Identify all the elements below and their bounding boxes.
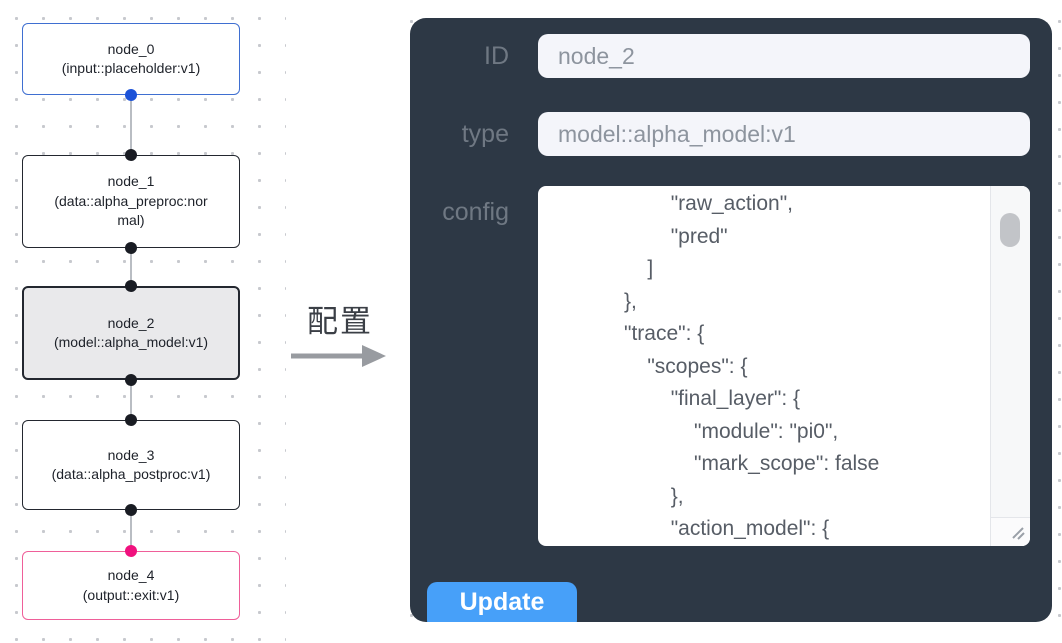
node-subtitle: (model::alpha_model:v1): [53, 334, 209, 350]
type-input[interactable]: [538, 112, 1030, 156]
config-json-text[interactable]: "raw_action", "pred" ] }, "trace": { "sc…: [624, 192, 880, 540]
port-node1-output[interactable]: [125, 242, 137, 254]
node-title: node_3: [107, 446, 155, 463]
port-node4-input[interactable]: [125, 545, 137, 557]
id-field-label: ID: [484, 42, 509, 70]
node-title: node_0: [107, 40, 155, 57]
node-title: node_1: [107, 173, 155, 190]
node-title: node_2: [107, 314, 155, 331]
port-node1-input[interactable]: [125, 149, 137, 161]
config-field-label: config: [442, 198, 509, 226]
resize-handle-icon[interactable]: [1007, 522, 1027, 542]
config-scrollbar[interactable]: [990, 186, 1030, 546]
node-config-panel: ID type config "raw_action", "pred" ] },…: [410, 18, 1052, 622]
edge-node2-node3: [130, 380, 132, 420]
node-subtitle: (output::exit:v1): [82, 586, 180, 603]
port-node2-output[interactable]: [125, 374, 137, 386]
graph-node-node-4[interactable]: node_4 (output::exit:v1): [22, 551, 240, 620]
config-textarea[interactable]: "raw_action", "pred" ] }, "trace": { "sc…: [538, 186, 1030, 546]
id-input[interactable]: [538, 34, 1030, 78]
type-field-label: type: [461, 120, 509, 148]
graph-node-node-3[interactable]: node_3 (data::alpha_postproc:v1): [22, 420, 240, 510]
graph-node-node-0[interactable]: node_0 (input::placeholder:v1): [22, 23, 240, 95]
edge-node3-node4: [130, 510, 132, 551]
port-node2-input[interactable]: [125, 280, 137, 292]
graph-canvas[interactable]: node_0 (input::placeholder:v1) node_1 (d…: [0, 0, 286, 643]
edge-node0-node1: [130, 95, 132, 155]
transition-annotation: 配置: [288, 296, 392, 367]
node-subtitle: (data::alpha_preproc:normal): [54, 192, 208, 229]
update-button[interactable]: Update: [427, 582, 577, 622]
port-node3-input[interactable]: [125, 414, 137, 426]
scrollbar-corner: [991, 517, 1030, 546]
port-node0-output[interactable]: [125, 89, 137, 101]
transition-label: 配置: [307, 304, 373, 339]
graph-node-node-2[interactable]: node_2 (model::alpha_model:v1): [22, 286, 240, 380]
right-arrow-icon: [291, 345, 386, 367]
node-subtitle: (input::placeholder:v1): [61, 60, 201, 76]
port-node3-output[interactable]: [125, 504, 137, 516]
panel-canvas: ID type config "raw_action", "pred" ] },…: [392, 0, 1062, 630]
graph-node-node-1[interactable]: node_1 (data::alpha_preproc:normal): [22, 155, 240, 248]
scrollbar-thumb[interactable]: [1000, 213, 1020, 247]
node-title: node_4: [107, 567, 155, 583]
node-subtitle: (data::alpha_postproc:v1): [51, 466, 211, 482]
edge-node1-node2: [130, 248, 132, 286]
